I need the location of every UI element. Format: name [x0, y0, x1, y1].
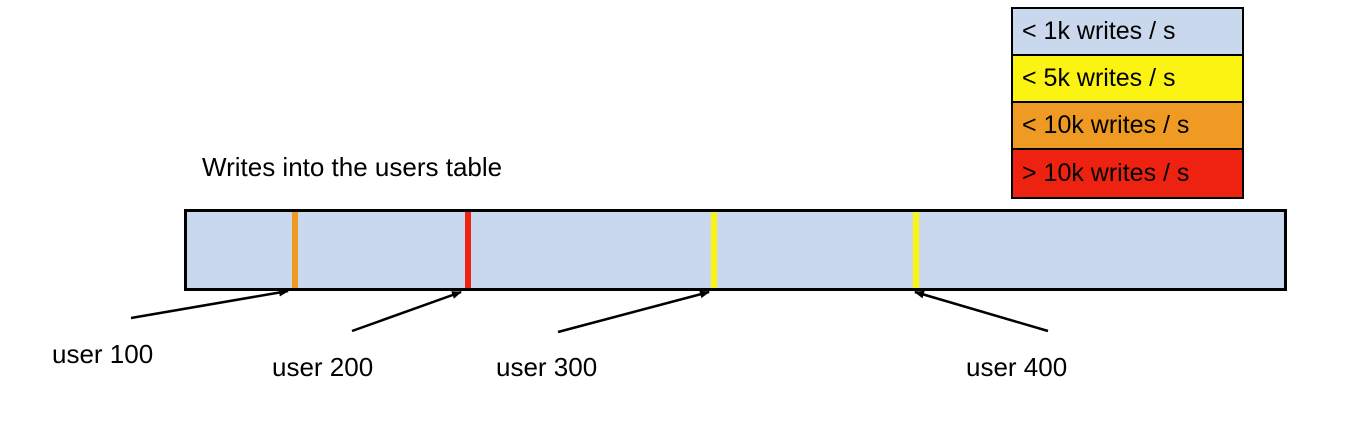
legend-row-lt-10k: < 10k writes / s — [1013, 103, 1242, 150]
arrow-user-200 — [351, 290, 462, 333]
legend-label-lt-10k: < 10k writes / s — [1022, 111, 1190, 139]
users-table-keyrange-bar — [184, 209, 1287, 291]
legend-row-lt-1k: < 1k writes / s — [1013, 9, 1242, 56]
legend-label-lt-5k: < 5k writes / s — [1022, 64, 1176, 92]
arrow-user-300 — [557, 290, 710, 334]
marker-user-200 — [464, 212, 471, 288]
marker-user-100 — [292, 212, 299, 288]
label-user-300: user 300 — [496, 352, 598, 382]
label-user-200: user 200 — [272, 352, 374, 382]
arrow-user-400 — [914, 290, 1049, 333]
label-user-400: user 400 — [966, 352, 1068, 382]
legend-row-gt-10k: > 10k writes / s — [1013, 150, 1242, 197]
arrow-user-100 — [130, 288, 289, 320]
legend-label-gt-10k: > 10k writes / s — [1022, 159, 1190, 187]
label-user-100: user 100 — [52, 339, 154, 369]
chart-title: Writes into the users table — [202, 152, 503, 182]
legend: < 1k writes / s < 5k writes / s < 10k wr… — [1011, 7, 1244, 199]
marker-user-400 — [913, 212, 920, 288]
legend-row-lt-5k: < 5k writes / s — [1013, 56, 1242, 103]
legend-label-lt-1k: < 1k writes / s — [1022, 17, 1176, 45]
marker-user-300 — [711, 212, 718, 288]
